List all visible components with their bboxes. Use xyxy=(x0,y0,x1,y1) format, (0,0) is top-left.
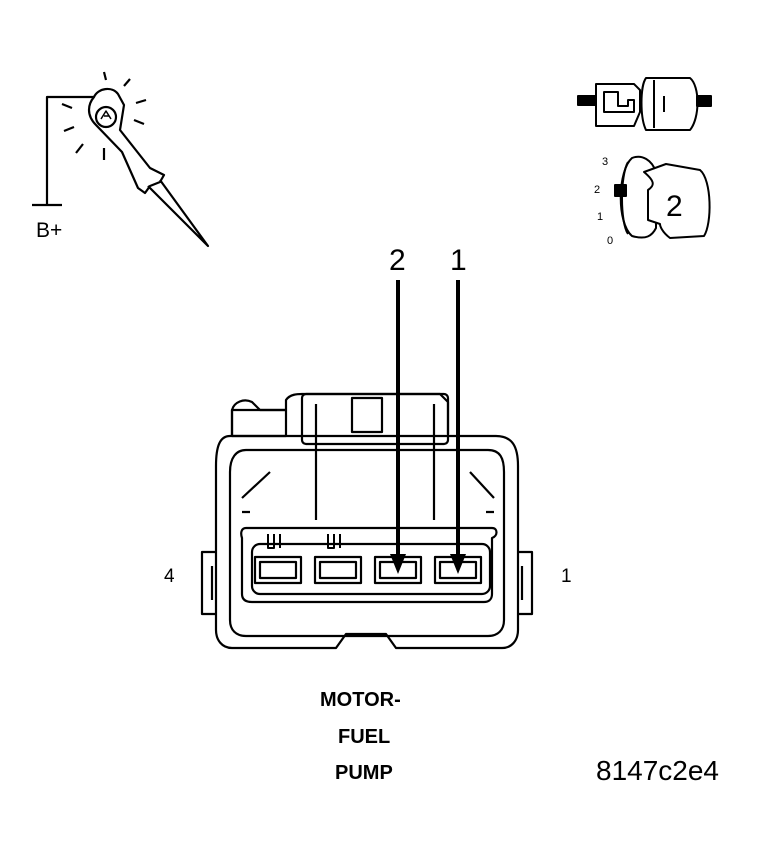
arrow-pin-2-label: 2 xyxy=(389,244,406,277)
switch-position-2: 2 xyxy=(594,184,601,196)
key-number-label: 2 xyxy=(666,190,683,223)
pin-2-arrow xyxy=(390,280,406,574)
caption-line-1: MOTOR- xyxy=(320,689,401,711)
ignition-key-switch-icon xyxy=(577,77,712,239)
4-pin-connector-face-icon xyxy=(200,392,534,650)
test-light-probe-icon xyxy=(32,71,210,248)
connector-side-label-right: 1 xyxy=(561,566,572,587)
pin-1-arrow xyxy=(450,280,466,574)
figure-code: 8147c2e4 xyxy=(596,755,720,786)
switch-position-1: 1 xyxy=(597,211,604,223)
connector-side-label-left: 4 xyxy=(164,566,175,587)
probe-ground-label: B+ xyxy=(36,219,63,242)
switch-position-3: 3 xyxy=(602,156,609,168)
caption-line-2: FUEL xyxy=(338,726,391,748)
switch-position-0: 0 xyxy=(607,235,614,247)
arrow-pin-1-label: 1 xyxy=(450,244,467,277)
caption-line-3: PUMP xyxy=(335,762,393,784)
